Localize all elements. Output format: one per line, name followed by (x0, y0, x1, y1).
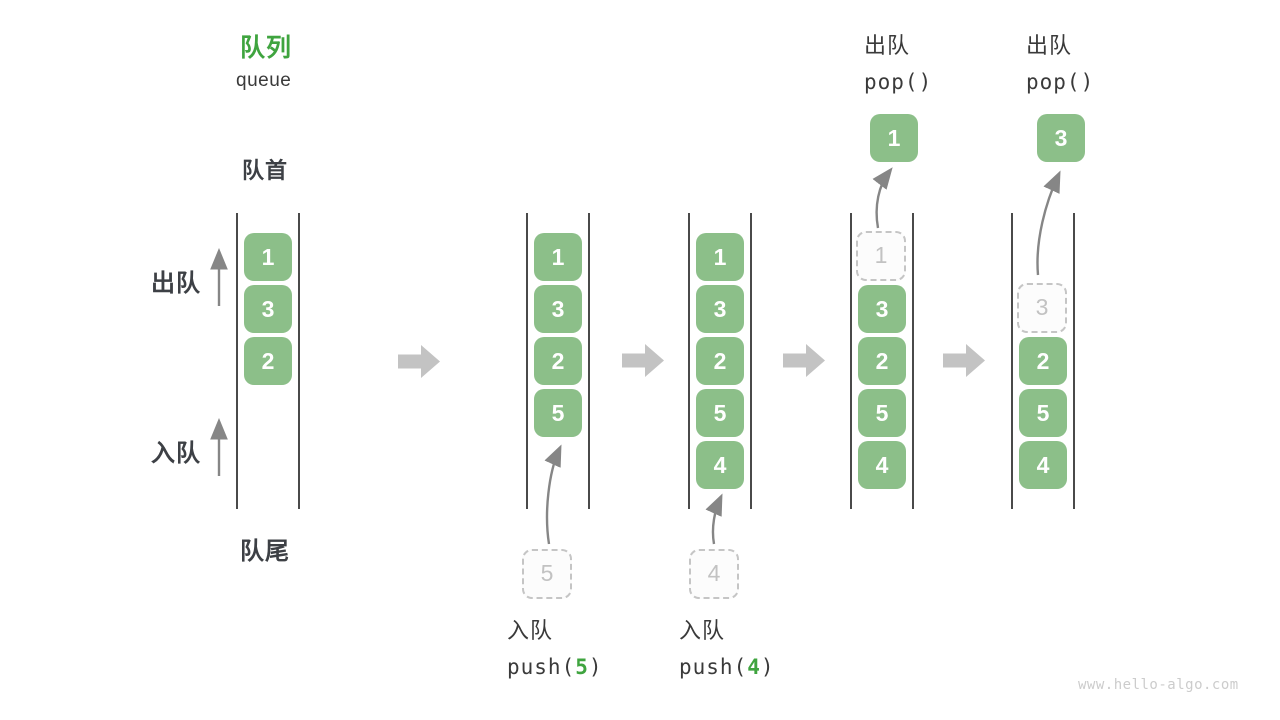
queue-front-label: 队首 (242, 158, 289, 183)
watermark: www.hello-algo.com (1078, 677, 1239, 693)
queue-cell-ghost: 3 (1017, 283, 1067, 333)
queue-cell: 5 (858, 389, 906, 437)
push-annotation-1: 入队 push(5) (507, 613, 603, 679)
push-code: push(5) (507, 655, 603, 679)
pop-code: pop() (864, 70, 933, 94)
queue-cell: 2 (1019, 337, 1067, 385)
queue-cell: 3 (534, 285, 582, 333)
push-code: push(4) (679, 655, 775, 679)
enqueue-direction-label: 入队 (151, 440, 201, 467)
push-close: ) (760, 655, 775, 679)
queue-wall-right (912, 213, 914, 509)
push-arrow-2 (705, 493, 723, 545)
flow-arrow-icon (783, 344, 825, 377)
queue-cell: 1 (696, 233, 744, 281)
queue-wall-left (850, 213, 852, 509)
queue-cell: 4 (858, 441, 906, 489)
diagram-title-zh: 队列 (240, 34, 293, 62)
push-fn: push( (679, 655, 748, 679)
push-arg: 4 (747, 655, 761, 679)
popped-cell: 3 (1037, 114, 1085, 162)
queue-cell: 2 (244, 337, 292, 385)
flow-arrow-icon (622, 344, 664, 377)
queue-cell-ghost: 1 (856, 231, 906, 281)
popped-cell: 1 (870, 114, 918, 162)
queue-wall-right (588, 213, 590, 509)
queue-wall-right (1073, 213, 1075, 509)
queue-wall-left (688, 213, 690, 509)
queue-cell: 5 (1019, 389, 1067, 437)
queue-wall-left (236, 213, 238, 509)
queue-cell: 2 (534, 337, 582, 385)
pop-arrow-2 (1036, 170, 1061, 276)
push-arrow-1 (544, 444, 562, 545)
queue-cell: 1 (244, 233, 292, 281)
push-fn: push( (507, 655, 576, 679)
queue-wall-left (526, 213, 528, 509)
push-annotation-2: 入队 push(4) (679, 613, 775, 679)
queue-wall-right (298, 213, 300, 509)
staged-cell: 5 (522, 549, 572, 599)
queue-rear-label: 队尾 (240, 538, 290, 565)
queue-cell: 2 (696, 337, 744, 385)
staged-cell: 4 (689, 549, 739, 599)
queue-cell: 3 (696, 285, 744, 333)
dequeue-direction-label: 出队 (151, 270, 201, 297)
diagram-title-en: queue (236, 70, 292, 91)
queue-cell: 5 (534, 389, 582, 437)
queue-cell: 5 (696, 389, 744, 437)
queue-cell: 3 (244, 285, 292, 333)
pop-code: pop() (1026, 70, 1095, 94)
queue-cell: 4 (1019, 441, 1067, 489)
queue-cell: 1 (534, 233, 582, 281)
pop-annotation-2: 出队 pop() (1026, 28, 1094, 94)
pop-label: 出队 (1026, 33, 1073, 58)
push-label: 入队 (679, 618, 726, 643)
push-label: 入队 (507, 618, 554, 643)
queue-cell: 2 (858, 337, 906, 385)
push-arg: 5 (575, 655, 589, 679)
pop-annotation-1: 出队 pop() (864, 28, 932, 94)
flow-arrow-icon (943, 344, 985, 377)
pop-arrow-1 (872, 167, 893, 229)
queue-cell: 3 (858, 285, 906, 333)
flow-arrow-icon (398, 345, 440, 378)
queue-cell: 4 (696, 441, 744, 489)
push-close: ) (588, 655, 603, 679)
pop-label: 出队 (864, 33, 911, 58)
queue-wall-right (750, 213, 752, 509)
queue-wall-left (1011, 213, 1013, 509)
